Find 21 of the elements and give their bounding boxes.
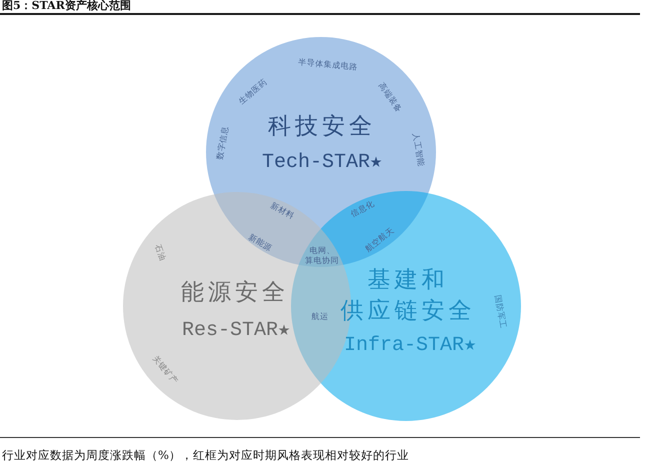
keyword-label: 数字信息 — [215, 125, 231, 161]
circle-subtitle: Res-STAR★ — [182, 319, 290, 343]
keyword-label: 航空航天 — [364, 226, 396, 254]
circle-subtitle: Tech-STAR★ — [262, 151, 382, 175]
keyword-label: 航运 — [312, 312, 328, 322]
circle-title: 能源安全 — [181, 278, 289, 308]
keyword-label: 信息化 — [349, 198, 377, 220]
keyword-label: 国防军工 — [492, 294, 508, 330]
keyword-label: 人工智能 — [410, 132, 426, 168]
keyword-label: 半导体集成电路 — [298, 57, 358, 73]
circle-title: 基建和供应链安全 — [340, 266, 476, 326]
source-note: 行业对应数据为周度涨跌幅（%），红框为对应时期风格表现相对较好的行业 — [2, 447, 409, 463]
keyword-label: 石油 — [152, 243, 168, 263]
keyword-label: 电网、算电协同 — [305, 246, 339, 266]
keyword-label: 关键矿产 — [150, 354, 180, 386]
circle-title: 科技安全 — [268, 112, 376, 142]
keyword-label: 高端装备 — [376, 81, 404, 115]
keyword-label: 生物医药 — [236, 77, 270, 107]
keyword-label: 新能源 — [246, 232, 274, 254]
keyword-label: 新材料 — [268, 200, 296, 222]
circle-subtitle: Infra-STAR★ — [344, 334, 476, 358]
